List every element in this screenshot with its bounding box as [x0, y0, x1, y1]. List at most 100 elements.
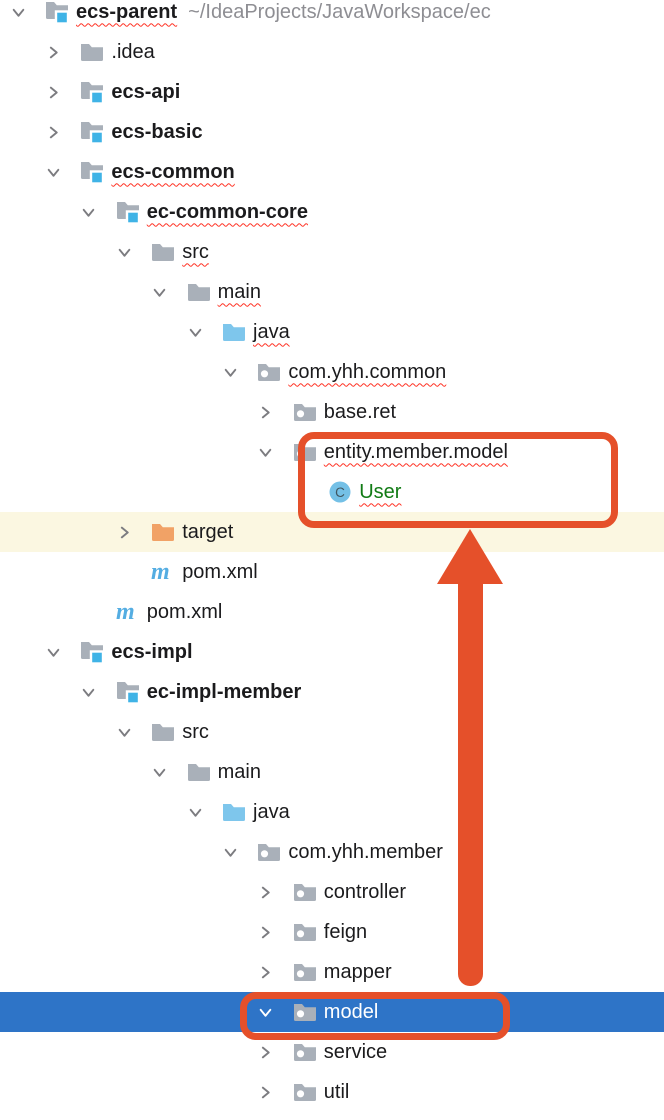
module-folder-icon	[115, 199, 141, 225]
expanded-chevron-icon[interactable]	[77, 200, 101, 224]
tree-item-label: User	[359, 480, 402, 503]
expanded-chevron-icon[interactable]	[77, 680, 101, 704]
tree-row-ecs-common[interactable]: ecs-common	[0, 152, 664, 192]
tree-item-label: src	[182, 720, 209, 743]
collapsed-chevron-icon[interactable]	[41, 40, 65, 64]
tree-row-.idea[interactable]: .idea	[0, 32, 664, 72]
collapsed-chevron-icon[interactable]	[254, 1040, 278, 1064]
module-folder-icon	[79, 159, 105, 185]
tree-row-src[interactable]: src	[0, 712, 664, 752]
package-folder-icon	[256, 359, 282, 385]
svg-text:m: m	[151, 559, 170, 585]
expanded-chevron-icon[interactable]	[218, 360, 242, 384]
package-folder-icon	[292, 999, 318, 1025]
tree-item-label: controller	[323, 880, 407, 903]
folder-icon	[186, 759, 212, 785]
tree-item-label: main	[217, 280, 261, 303]
folder-icon	[150, 719, 176, 745]
tree-item-label: main	[217, 760, 261, 783]
package-folder-icon	[292, 439, 318, 465]
tree-row-ec-impl-member[interactable]: ec-impl-member	[0, 672, 664, 712]
expanded-chevron-icon[interactable]	[112, 240, 136, 264]
tree-row-feign[interactable]: feign	[0, 912, 664, 952]
collapsed-chevron-icon[interactable]	[254, 1080, 278, 1104]
maven-icon: m	[150, 559, 176, 585]
folder-icon	[150, 239, 176, 265]
expanded-chevron-icon[interactable]	[254, 1000, 278, 1024]
tree-row-controller[interactable]: controller	[0, 872, 664, 912]
tree-row-partial[interactable]	[0, 1112, 664, 1120]
tree-item-label: pom.xml	[146, 600, 223, 623]
tree-item-label: ecs-common	[111, 160, 235, 183]
source-folder-icon	[221, 799, 247, 825]
tree-row-ec-common-core[interactable]: ec-common-core	[0, 192, 664, 232]
collapsed-chevron-icon[interactable]	[254, 880, 278, 904]
tree-row-entity.member.model[interactable]: entity.member.model	[0, 432, 664, 472]
tree-item-label: entity.member.model	[323, 440, 508, 463]
expanded-chevron-icon[interactable]	[183, 800, 207, 824]
package-folder-icon	[292, 399, 318, 425]
tree-row-target[interactable]: target	[0, 512, 664, 552]
tree-row-ecs-parent[interactable]: ecs-parent ~/IdeaProjects/JavaWorkspace/…	[0, 0, 664, 32]
package-folder-icon	[292, 1079, 318, 1105]
tree-row-mapper[interactable]: mapper	[0, 952, 664, 992]
expanded-chevron-icon[interactable]	[218, 840, 242, 864]
package-folder-icon	[292, 959, 318, 985]
tree-row-service[interactable]: service	[0, 1032, 664, 1072]
collapsed-chevron-icon[interactable]	[254, 400, 278, 424]
tree-row-main[interactable]: main	[0, 272, 664, 312]
expanded-chevron-icon[interactable]	[148, 760, 172, 784]
expanded-chevron-icon[interactable]	[41, 640, 65, 664]
tree-row-java[interactable]: java	[0, 312, 664, 352]
tree-item-path: ~/IdeaProjects/JavaWorkspace/ec	[188, 0, 491, 23]
collapsed-chevron-icon[interactable]	[254, 960, 278, 984]
tree-row-ecs-basic[interactable]: ecs-basic	[0, 112, 664, 152]
tree-row-pom.xml[interactable]: m pom.xml	[0, 552, 664, 592]
expanded-chevron-icon[interactable]	[148, 280, 172, 304]
tree-row-java[interactable]: java	[0, 792, 664, 832]
tree-row-User[interactable]: C User	[0, 472, 664, 512]
tree-row-model[interactable]: model	[0, 992, 664, 1032]
tree-item-label: ecs-impl	[111, 640, 193, 663]
expanded-chevron-icon[interactable]	[254, 440, 278, 464]
svg-text:C: C	[335, 485, 345, 500]
tree-row-src[interactable]: src	[0, 232, 664, 272]
tree-row-ecs-api[interactable]: ecs-api	[0, 72, 664, 112]
tree-row-main[interactable]: main	[0, 752, 664, 792]
tree-item-label: ecs-basic	[111, 120, 203, 143]
tree-row-ecs-impl[interactable]: ecs-impl	[0, 632, 664, 672]
module-folder-icon	[79, 639, 105, 665]
expanded-chevron-icon[interactable]	[183, 320, 207, 344]
collapsed-chevron-icon[interactable]	[112, 520, 136, 544]
collapsed-chevron-icon[interactable]	[41, 80, 65, 104]
chevron-spacer	[289, 480, 313, 504]
tree-item-label: java	[253, 800, 290, 823]
expanded-chevron-icon[interactable]	[6, 0, 30, 24]
tree-item-label: ecs-api	[111, 80, 181, 103]
tree-item-label: src	[182, 240, 209, 263]
package-folder-icon	[256, 839, 282, 865]
module-folder-icon	[79, 119, 105, 145]
tree-row-pom.xml[interactable]: m pom.xml	[0, 592, 664, 632]
expanded-chevron-icon[interactable]	[112, 720, 136, 744]
tree-row-com.yhh.common[interactable]: com.yhh.common	[0, 352, 664, 392]
collapsed-chevron-icon[interactable]	[41, 120, 65, 144]
svg-text:m: m	[116, 599, 135, 625]
expanded-chevron-icon[interactable]	[41, 160, 65, 184]
source-folder-icon	[221, 319, 247, 345]
folder-icon	[186, 279, 212, 305]
tree-row-util[interactable]: util	[0, 1072, 664, 1112]
tree-row-com.yhh.member[interactable]: com.yhh.member	[0, 832, 664, 872]
tree-item-label: target	[182, 520, 234, 543]
package-folder-icon	[292, 1039, 318, 1065]
chevron-spacer	[112, 560, 136, 584]
tree-item-label: base.ret	[323, 400, 397, 423]
tree-item-label: service	[323, 1040, 388, 1063]
tree-item-label: com.yhh.member	[288, 840, 443, 863]
tree-row-base.ret[interactable]: base.ret	[0, 392, 664, 432]
collapsed-chevron-icon[interactable]	[254, 920, 278, 944]
tree-item-label: feign	[323, 920, 368, 943]
tree-item-label: mapper	[323, 960, 392, 983]
